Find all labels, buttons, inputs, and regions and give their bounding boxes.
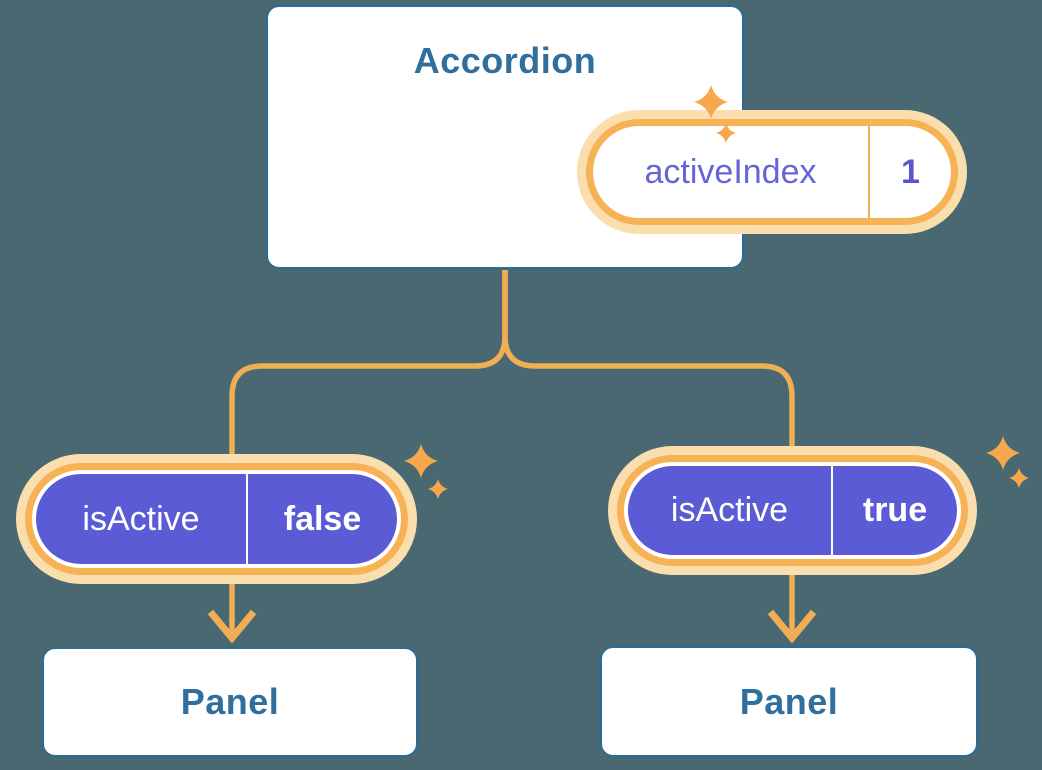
sparkle-icon xyxy=(404,444,448,499)
prop-name-label: isActive xyxy=(82,499,200,538)
accordion-component-box: Accordion activeIndex 1 xyxy=(266,5,958,269)
accordion-title: Accordion xyxy=(413,40,597,81)
arrow-down-icon xyxy=(767,609,817,644)
state-pill-activeindex: activeIndex 1 xyxy=(586,119,958,225)
arrow-down-icon xyxy=(207,609,257,644)
prop-name-label: isActive xyxy=(670,491,789,529)
prop-pill-isactive-true: isActive true xyxy=(617,455,968,566)
sparkle-icon xyxy=(694,85,736,143)
prop-pill-isactive-false: isActive false xyxy=(25,463,408,575)
branch-left-line xyxy=(229,270,508,633)
prop-value-label: false xyxy=(283,499,362,538)
panel-title: Panel xyxy=(739,680,839,722)
prop-value-label: true xyxy=(862,491,928,529)
state-name-label: activeIndex xyxy=(644,152,817,191)
state-value-label: 1 xyxy=(901,152,920,191)
panel-component-box-left: Panel xyxy=(42,647,418,757)
branch-lines xyxy=(229,270,795,633)
pill-divider xyxy=(868,126,870,218)
panel-title: Panel xyxy=(180,681,280,722)
panel-component-box-right: Panel xyxy=(600,646,978,757)
sparkle-icon xyxy=(986,436,1029,488)
pill-divider xyxy=(246,474,248,564)
prop-pill-body: isActive false xyxy=(36,474,397,564)
prop-pill-body: isActive true xyxy=(628,466,957,555)
pill-divider xyxy=(831,466,833,555)
branch-right-line xyxy=(502,270,795,633)
